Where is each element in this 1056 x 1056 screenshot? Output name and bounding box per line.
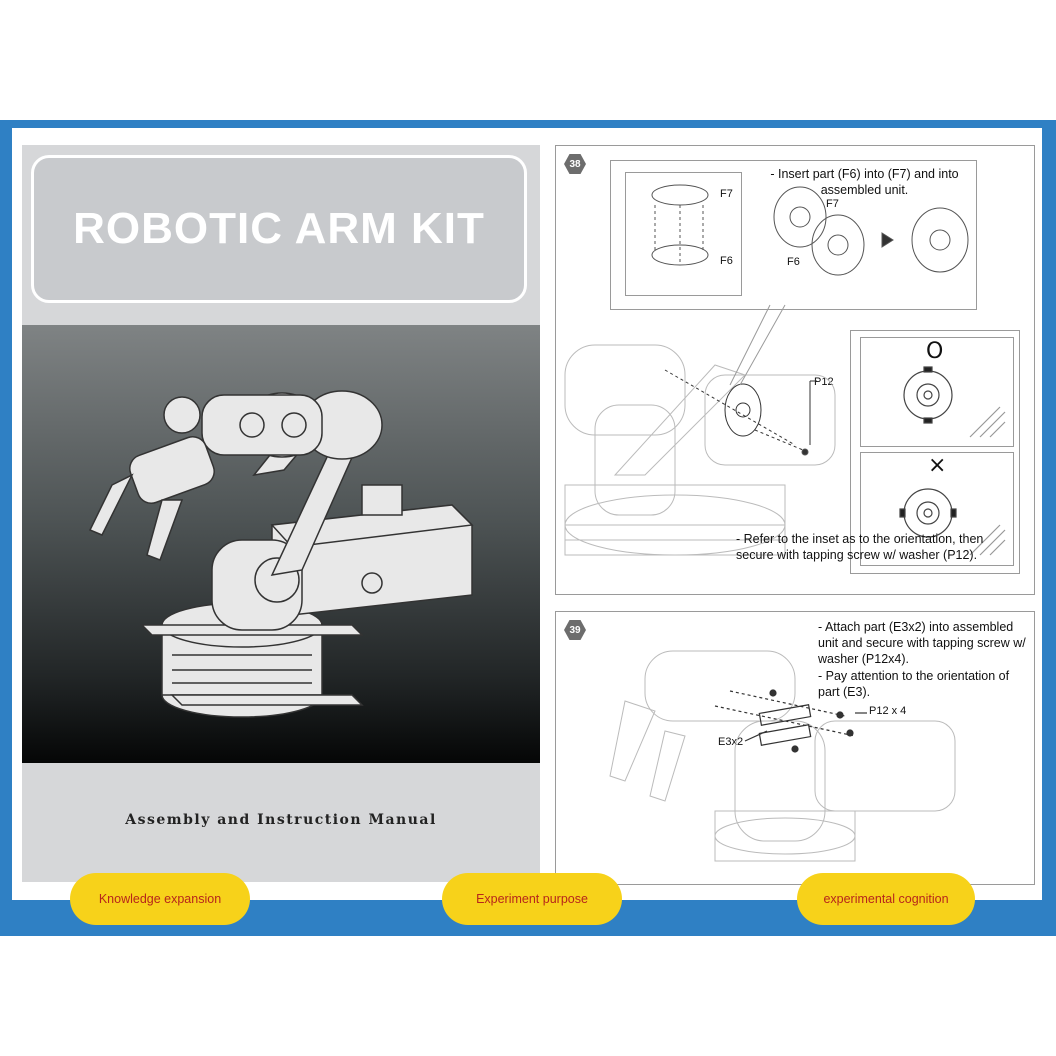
- label-f6-b: F6: [787, 256, 800, 268]
- robot-arm-drawing: [88, 390, 474, 718]
- wrong-mark-icon: ×: [928, 453, 947, 478]
- step-38-note: - Refer to the inset as to the orientati…: [736, 532, 984, 562]
- step-39-instruction-2: - Pay attention to the orientation of pa…: [818, 669, 1010, 699]
- cover-title-box: ROBOTIC ARM KIT: [31, 155, 527, 303]
- experimental-cognition-button[interactable]: experimental cognition: [797, 873, 975, 925]
- step-38-drawing: [564, 184, 969, 556]
- step-39-instruction-1: - Attach part (E3x2) into assembled unit…: [818, 620, 1026, 666]
- cover-title: ROBOTIC ARM KIT: [73, 204, 485, 253]
- label-p12x4: P12 x 4: [869, 705, 907, 717]
- label-f7-b: F7: [826, 198, 839, 210]
- cover-subtitle: Assembly and Instruction Manual: [125, 812, 437, 828]
- step-39-drawing: [609, 650, 956, 862]
- experiment-purpose-button[interactable]: Experiment purpose: [442, 873, 622, 925]
- label-f7-a: F7: [720, 188, 733, 200]
- knowledge-expansion-button[interactable]: Knowledge expansion: [70, 873, 250, 925]
- label-e3x2: E3x2: [718, 736, 744, 748]
- step-39-badge: 39: [564, 620, 586, 640]
- step-38-badge: 38: [564, 154, 586, 174]
- label-f6-a: F6: [720, 255, 733, 267]
- label-p12: P12: [814, 376, 834, 388]
- orientation-insets-drawing: [899, 366, 1006, 556]
- robot-arm-illustration: [22, 325, 540, 763]
- step-38-instruction: - Insert part (F6) into (F7) and into as…: [770, 167, 959, 197]
- correct-mark-icon: O: [926, 339, 944, 364]
- step-38-inset-parts: [625, 172, 742, 296]
